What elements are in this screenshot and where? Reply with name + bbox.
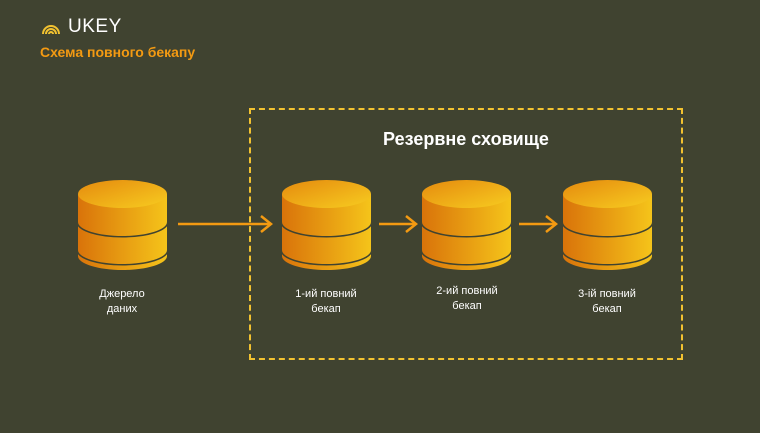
arrow-source-to-backup-1	[178, 215, 274, 233]
node-label-line1: 3-ій повний	[578, 288, 636, 300]
storage-group-border	[249, 108, 683, 360]
database-icon-source	[77, 180, 168, 270]
node-label-line2: бекап	[311, 303, 341, 315]
page-subtitle: Схема повного бекапу	[40, 44, 196, 60]
node-label-line2: бекап	[592, 303, 622, 315]
arrow-backup-2-to-3	[519, 215, 559, 233]
database-icon-backup-1	[281, 180, 372, 270]
node-label-backup-3: 3-ій повний бекап	[542, 287, 672, 317]
storage-group-title: Резервне сховище	[383, 129, 549, 149]
node-label-line2: бекап	[452, 300, 482, 312]
node-label-line1: Джерело	[99, 288, 145, 300]
logo-text: UKEY	[68, 16, 122, 37]
node-label-line1: 1-ий повний	[295, 288, 357, 300]
arrow-backup-1-to-2	[379, 215, 419, 233]
database-icon-backup-2	[421, 180, 512, 270]
signal-waves-icon	[42, 25, 60, 35]
node-label-source: Джерело даних	[57, 287, 187, 317]
node-label-backup-2: 2-ий повний бекап	[402, 284, 532, 314]
logo: UKEY	[40, 16, 122, 38]
node-label-backup-1: 1-ий повний бекап	[261, 287, 391, 317]
database-icon-backup-3	[562, 180, 653, 270]
node-label-line1: 2-ий повний	[436, 285, 498, 297]
node-label-line2: даних	[106, 303, 138, 315]
